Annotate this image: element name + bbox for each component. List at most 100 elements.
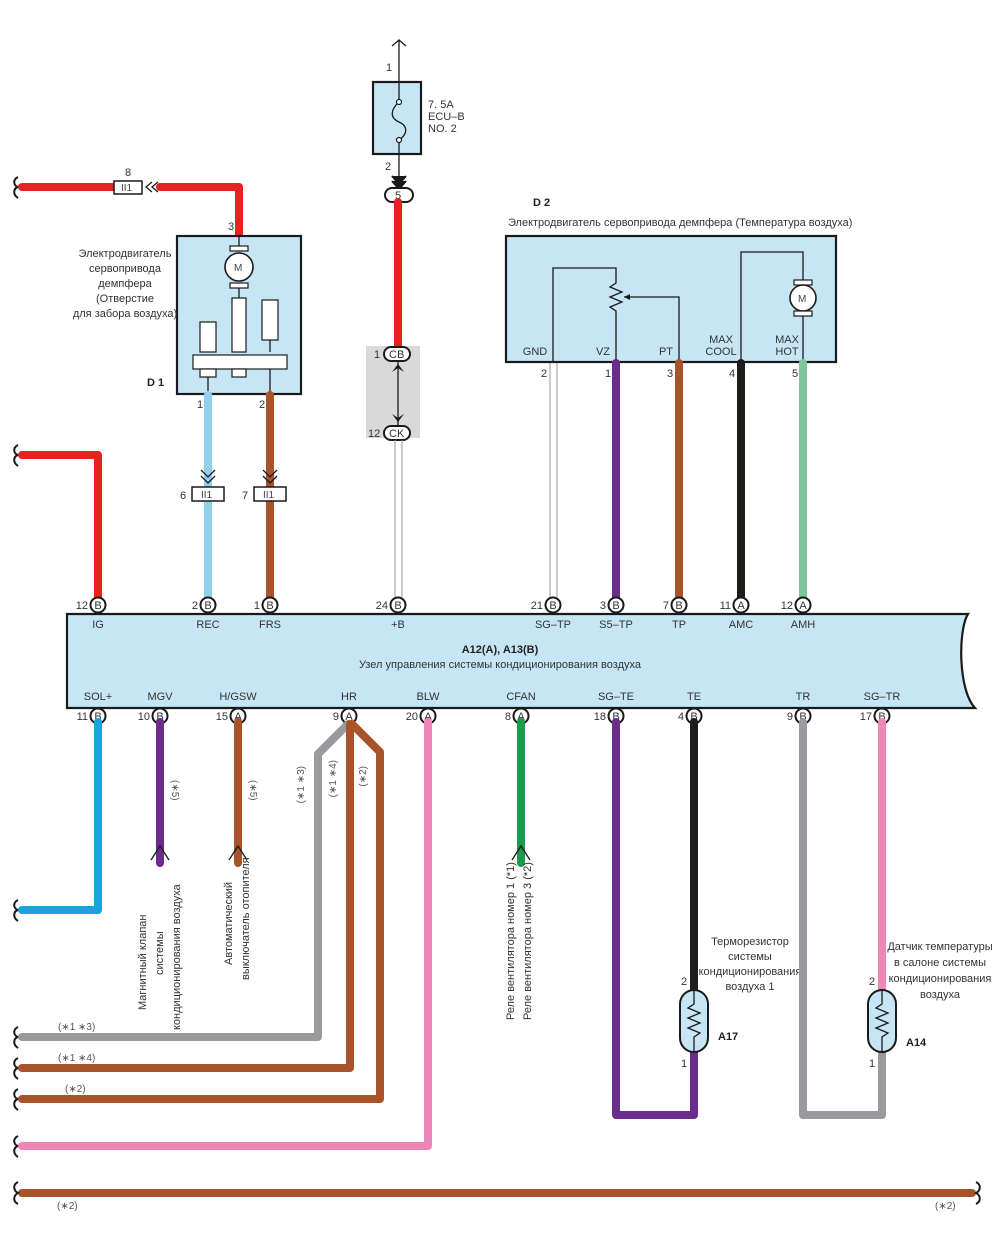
pin-number: 11 — [77, 711, 88, 723]
pin-connector-letter: B — [612, 600, 619, 612]
pin-name: SG–TP — [535, 619, 571, 631]
sensor-a14: 2 1 A14 Датчик температуры в салоне сист… — [867, 941, 993, 1070]
a17-desc-2: системы — [728, 951, 772, 963]
d2-term-vz: VZ — [596, 346, 610, 358]
pin-number: 11 — [720, 600, 731, 612]
wire-purple-sg-te — [612, 718, 698, 1119]
pin-number: 4 — [678, 711, 684, 723]
pin-terminal — [670, 596, 688, 614]
pin-terminal — [607, 596, 625, 614]
dest-hgsw-line1: Автоматический — [223, 882, 235, 965]
a14-id: A14 — [906, 1037, 927, 1049]
d2-term-maxcool-1: MAX — [709, 334, 734, 346]
pin-connector-letter: B — [266, 600, 273, 612]
break-mark-icon — [13, 1026, 19, 1049]
wire-brown-hr-2 — [18, 720, 384, 1103]
pin-name: TR — [796, 691, 811, 703]
note-left-brown1: (∗1 ∗4) — [58, 1053, 95, 1064]
d2-pin-2: 2 — [541, 368, 547, 380]
a14-desc-1: Датчик температуры — [887, 941, 992, 953]
wire-brown-hr-1 — [18, 720, 354, 1072]
pin-terminal — [732, 596, 750, 614]
pin-connector-letter: A — [424, 711, 432, 723]
d1-id: D 1 — [147, 377, 164, 389]
pin-number: 15 — [216, 711, 228, 723]
d2-id: D 2 — [533, 197, 550, 209]
component-d2: D 2 Электродвигатель сервопривода демпфе… — [504, 197, 852, 380]
note-left-gray: (∗1 ∗3) — [58, 1022, 95, 1033]
a14-pin-2: 2 — [869, 976, 875, 988]
pin-number: 18 — [594, 711, 606, 723]
ecu-a12-a13: A12(A), A13(B) Узел управления системы к… — [65, 612, 978, 710]
a14-desc-4: воздуха — [920, 989, 961, 1001]
pin-connector-letter: A — [234, 711, 242, 723]
fuse-number: NO. 2 — [428, 123, 457, 135]
pin-name: +B — [391, 619, 405, 631]
ck-pin: 12 — [368, 428, 380, 440]
pin-terminal — [261, 596, 279, 614]
connector-chevron-icon — [200, 469, 216, 484]
break-mark-icon — [973, 1181, 981, 1205]
connector-ii1-6 — [191, 486, 225, 502]
d2-motor-label: M — [798, 294, 806, 305]
dest-cfan-line1: Реле вентилятора номер 1 (*1) — [505, 862, 517, 1020]
d2-term-pt: PT — [659, 346, 673, 358]
d2-pin-4: 4 — [729, 368, 735, 380]
pin-connector-letter: B — [204, 600, 211, 612]
pin-terminal — [544, 596, 562, 614]
sensor-a17: 2 1 A17 Терморезистор системы кондициони… — [679, 936, 802, 1070]
connector-chevron-icon — [144, 181, 159, 193]
break-mark-icon — [13, 1181, 21, 1205]
pin-number: 9 — [333, 711, 339, 723]
note-bottom-left: (∗2) — [57, 1201, 78, 1212]
note-left-brown2: (∗2) — [65, 1084, 86, 1095]
wire-pink-blw — [18, 718, 432, 1150]
pin-connector-letter: B — [878, 711, 885, 723]
pin-name: AMH — [791, 619, 816, 631]
pin-connector-letter: B — [156, 711, 163, 723]
pin-terminal — [389, 596, 407, 614]
connector-arrow-icon — [150, 844, 170, 861]
pin-name: SOL+ — [84, 691, 112, 703]
ecu-top-pins: B12IGB2RECB1FRSB24+BB21SG–TPB3S5–TPB7TPA… — [76, 596, 816, 631]
connector-ii1-8-pin: 8 — [125, 167, 131, 179]
a17-desc-4: воздуха 1 — [725, 981, 774, 993]
d1-desc-line4: (Отверстие — [96, 293, 154, 305]
potentiometer-icon — [552, 267, 624, 362]
pin-name: HR — [341, 691, 357, 703]
a14-pin-1: 1 — [869, 1058, 875, 1070]
fuse-pin-out: 2 — [385, 161, 391, 173]
connector-ii1-6-label: II1 — [201, 490, 213, 501]
pin-connector-letter: B — [675, 600, 682, 612]
pin-name: FRS — [259, 619, 281, 631]
pin-number: 12 — [76, 600, 88, 612]
fuse-ecu-b: 1 7. 5A ECU–B NO. 2 2 5 — [371, 39, 465, 203]
d1-pin-2: 2 — [259, 399, 265, 411]
a14-desc-2: в салоне системы — [894, 957, 986, 969]
pin-name: TP — [672, 619, 686, 631]
wire-white-plus-b — [394, 440, 403, 597]
note-hr-brown2: (∗2) — [358, 766, 369, 787]
pin-number: 3 — [600, 600, 606, 612]
connector-ii1-8-label: II1 — [121, 183, 133, 194]
junction-5-label: 5 — [395, 190, 401, 202]
dest-mgv-line3: кондиционирования воздуха — [171, 883, 183, 1030]
note-mgv: (∗5) — [169, 780, 180, 801]
dest-mgv-line1: Магнитный клапан — [137, 915, 149, 1010]
fuse-body — [371, 80, 423, 156]
pin-number: 17 — [860, 711, 872, 723]
pin-name: IG — [92, 619, 104, 631]
break-mark-icon — [13, 176, 19, 199]
a17-desc-3: кондиционирования — [699, 966, 802, 978]
break-mark-icon — [13, 1057, 19, 1080]
d1-pin-3: 3 — [228, 221, 234, 233]
wire-red-d1-power — [156, 183, 243, 240]
pin-name: S5–TP — [599, 619, 633, 631]
